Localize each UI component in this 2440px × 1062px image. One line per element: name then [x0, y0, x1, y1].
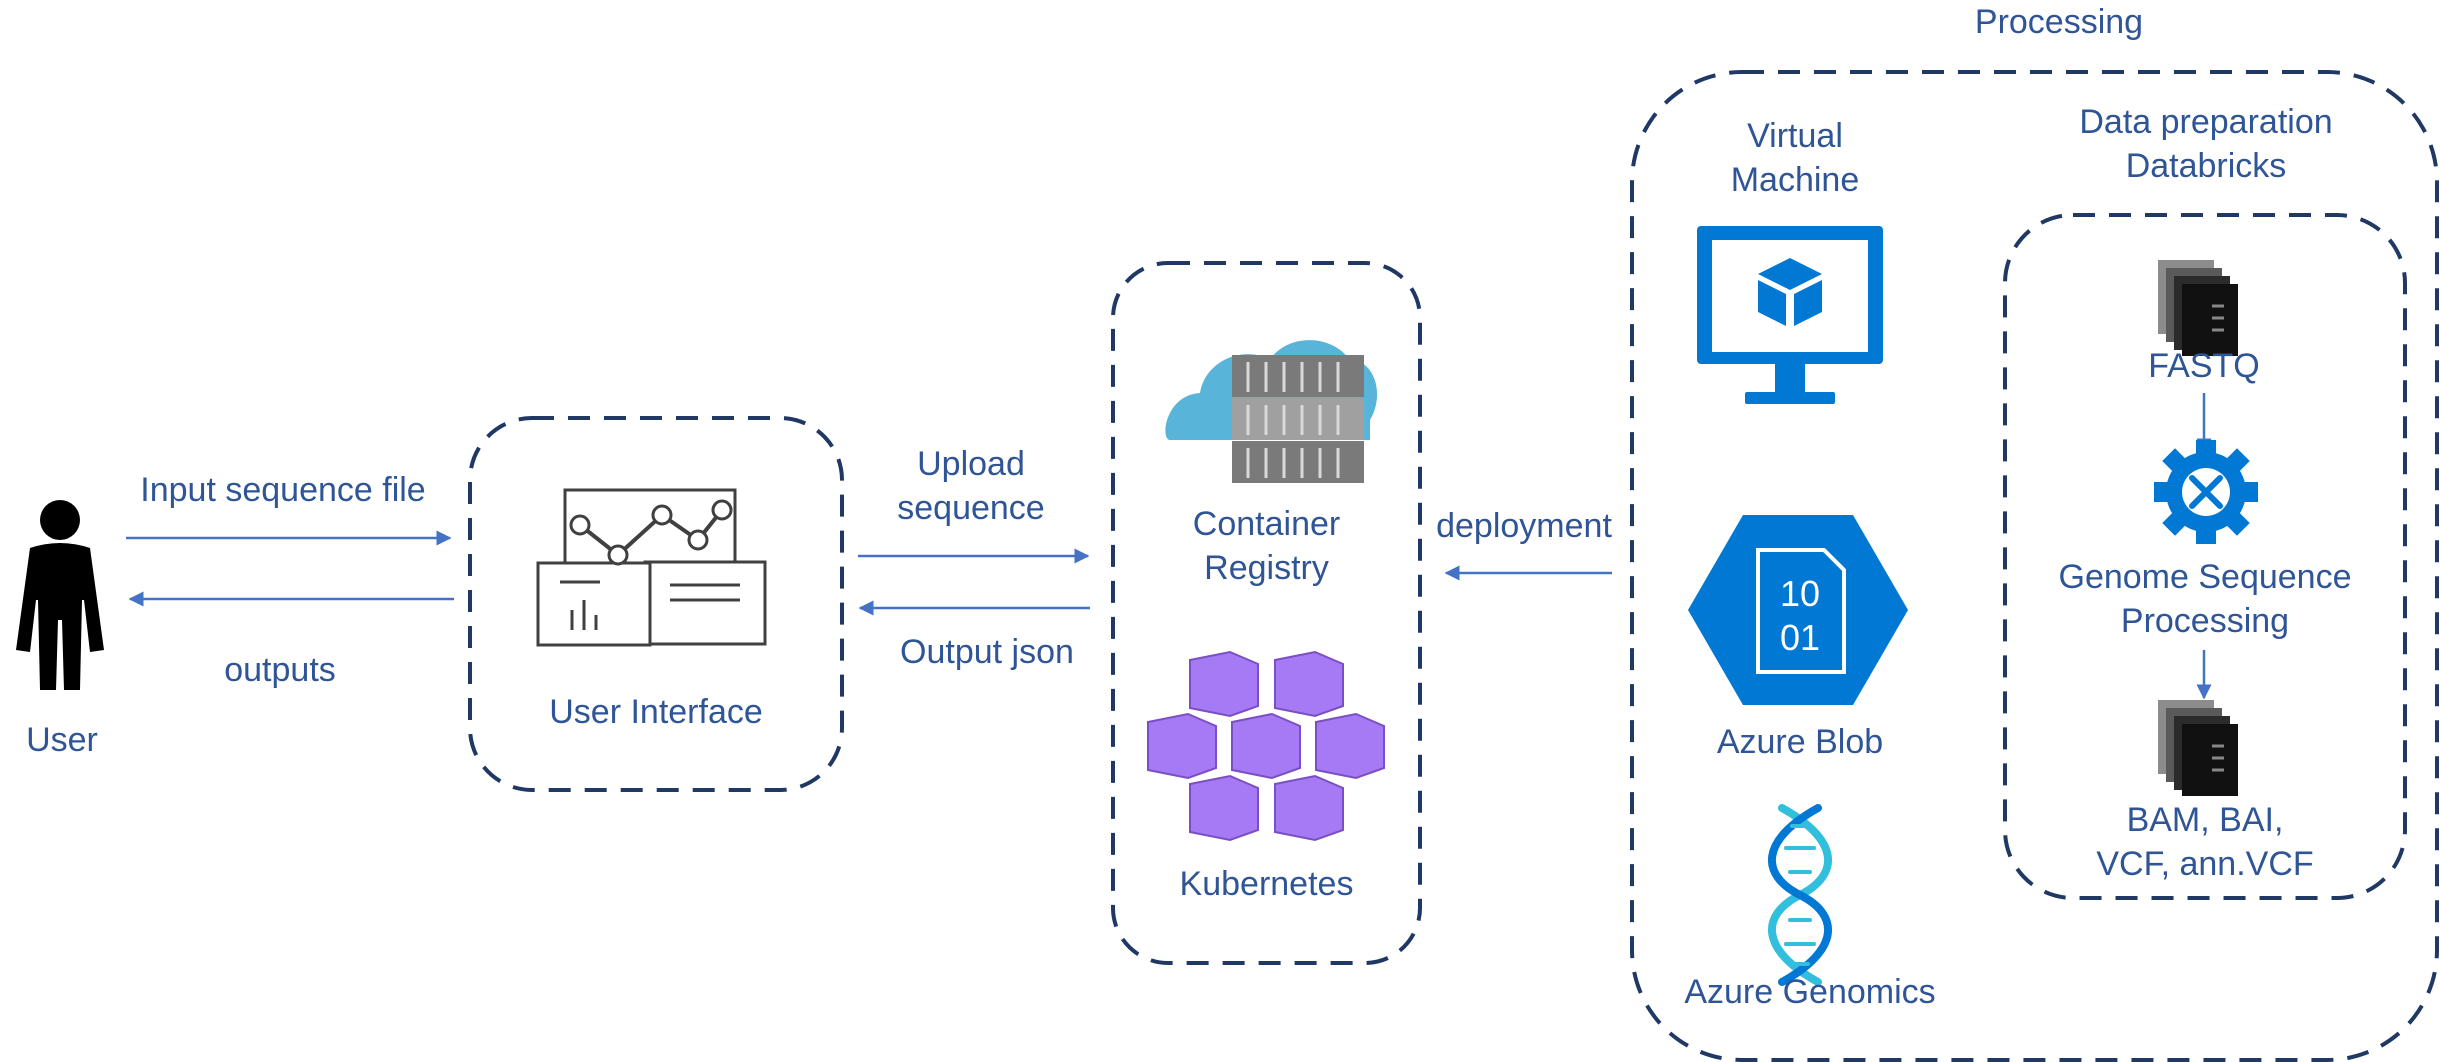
- blob-storage-icon: 10 01: [1688, 515, 1908, 705]
- user-label: User: [26, 721, 98, 759]
- processing-label: Processing: [1974, 3, 2144, 41]
- azure-genomics-label: Azure Genomics: [1684, 973, 1936, 1011]
- kubernetes-label: Kubernetes: [1179, 865, 1354, 903]
- output-json-label: Output json: [900, 633, 1074, 671]
- output-file-stack-icon: [2158, 700, 2238, 796]
- output-files-label: BAM, BAI, VCF, ann.VCF: [2096, 801, 2314, 883]
- container-box: [1111, 261, 1422, 965]
- upload-sequence-label: Upload sequence: [897, 445, 1045, 527]
- blob-bits-top: 10: [1780, 573, 1820, 614]
- kubernetes-icon: [1147, 650, 1385, 842]
- container-registry-label: Container Registry: [1192, 505, 1341, 587]
- azure-blob-label: Azure Blob: [1716, 723, 1884, 761]
- data-preparation-label: Data preparation Databricks: [2079, 103, 2333, 185]
- dna-icon: [1767, 804, 1833, 986]
- databricks-box: [2003, 213, 2407, 900]
- processing-box: [1630, 70, 2439, 1062]
- gear-tools-icon: [2154, 440, 2258, 544]
- file-stack-icon: [2158, 260, 2238, 356]
- virtual-machine-icon: [1697, 226, 1883, 404]
- virtual-machine-label: Virtual Machine: [1730, 117, 1860, 199]
- user-interface-label: User Interface: [549, 693, 763, 731]
- blob-bits-bottom: 01: [1780, 617, 1820, 658]
- outputs-label: outputs: [224, 651, 336, 689]
- input-sequence-label: Input sequence file: [140, 471, 426, 509]
- dashboard-icon: [536, 488, 767, 647]
- fastq-label: FASTQ: [2148, 347, 2260, 385]
- user-interface-box: [468, 416, 844, 792]
- user-icon: [16, 500, 104, 690]
- genome-processing-label: Genome Sequence Processing: [2058, 558, 2352, 640]
- deployment-label: deployment: [1436, 507, 1612, 545]
- container-registry-icon: [1165, 340, 1378, 483]
